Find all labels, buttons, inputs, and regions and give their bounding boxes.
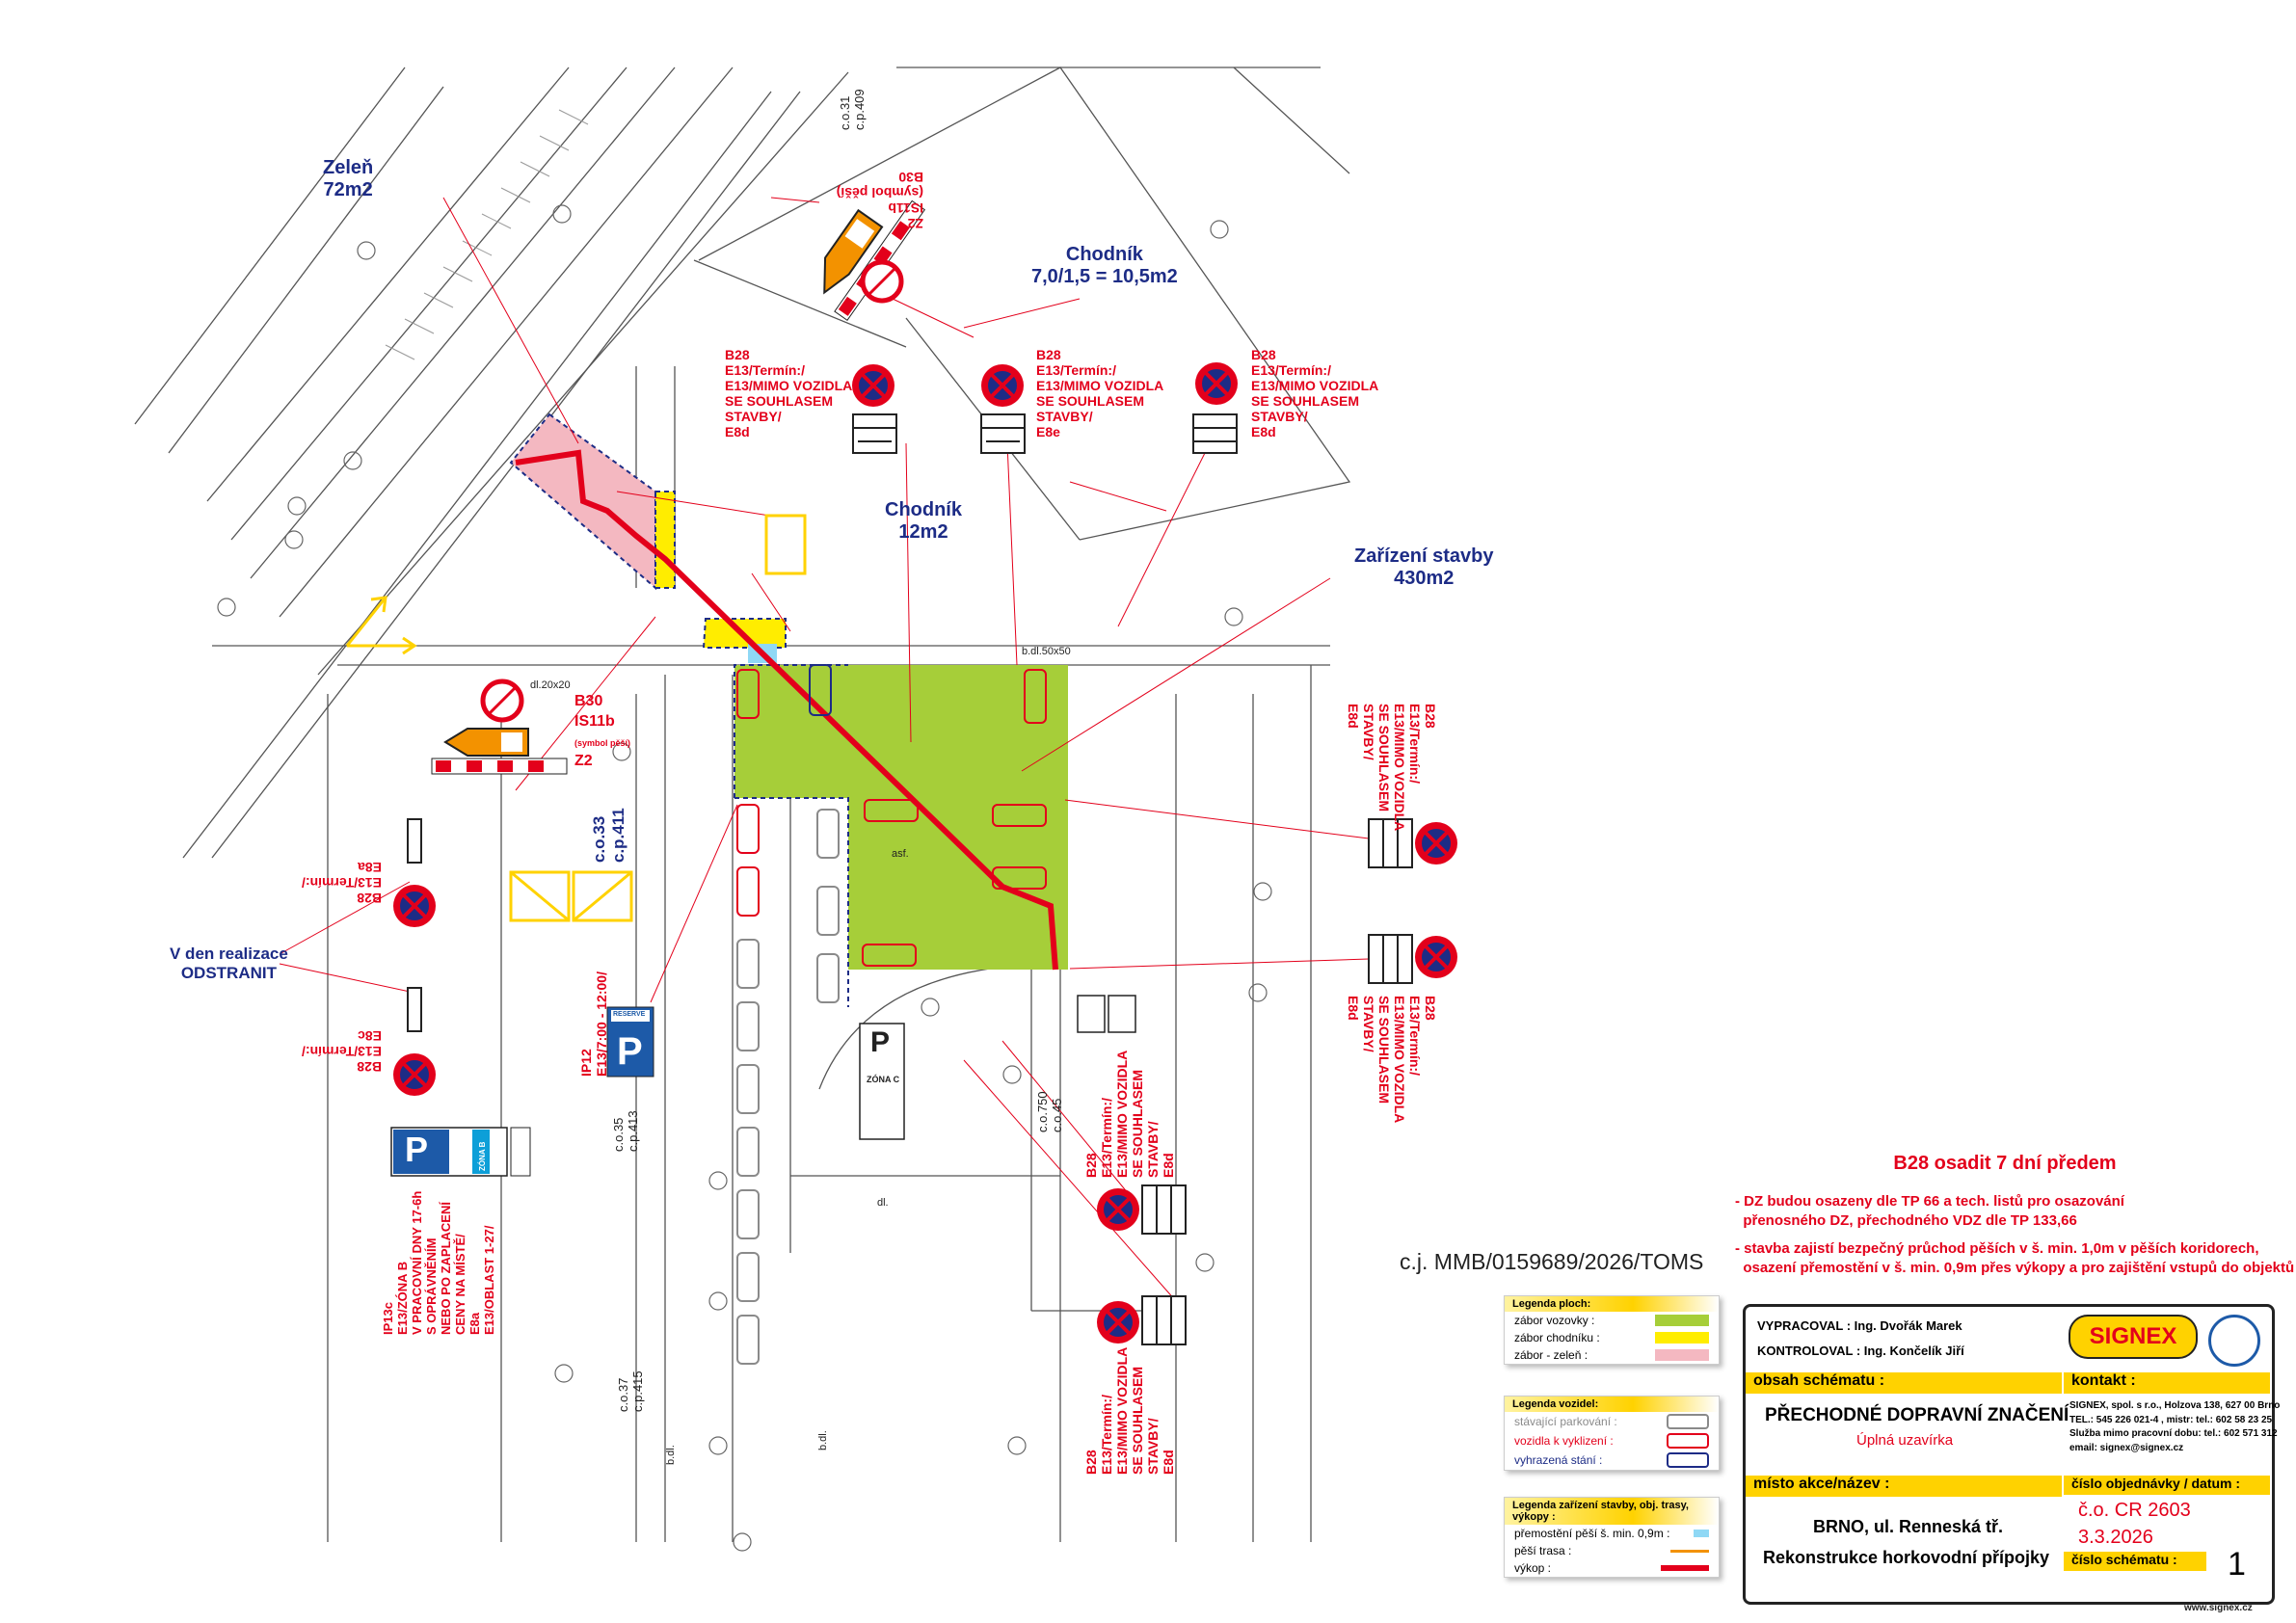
zona-c-text: ZÓNA C <box>867 1075 900 1084</box>
bottom-b28-a: B28 E13/Termín:/ E13/MIMO VOZIDLA SE SOU… <box>1083 1050 1177 1178</box>
b30-sign-group-left <box>431 678 568 775</box>
legend-construction: Legenda zařízení stavby, obj. trasy, výk… <box>1504 1497 1720 1578</box>
bdl-top-label: b.dl.50x50 <box>1022 646 1071 657</box>
left-b28-bottom: B28 E13/Termín:/ E8c <box>302 1027 382 1075</box>
parked-cars <box>736 664 1047 1365</box>
rail-ties <box>385 109 589 360</box>
parking-signs <box>390 514 1136 1177</box>
dl-label: dl. <box>877 1197 889 1209</box>
parking-p-text-3: P <box>405 1130 429 1169</box>
car-icon <box>1667 1433 1709 1449</box>
legend-row: zábor - zeleň : <box>1505 1346 1719 1364</box>
cislo-sch: 1 <box>2228 1546 2246 1583</box>
car-icon <box>1667 1452 1709 1468</box>
obsah-sub: Úplná uzavírka <box>1856 1432 1954 1449</box>
legend-swatch <box>1655 1315 1709 1326</box>
legend-vehicles: Legenda vozidel: stávající parkování : v… <box>1504 1396 1720 1471</box>
asf-label: asf. <box>892 848 909 860</box>
car-icon <box>1667 1414 1709 1429</box>
co37-label: c.o.37 c.p.415 <box>616 1370 645 1412</box>
legend-row: stávající parkování : <box>1505 1412 1719 1431</box>
legend-swatch <box>1655 1349 1709 1361</box>
cj-number: c.j. MMB/0159689/2026/TOMS <box>1400 1249 1704 1274</box>
legend-areas: Legenda ploch: zábor vozovky : zábor cho… <box>1504 1295 1720 1365</box>
trees <box>217 204 1272 1552</box>
buildings-top <box>693 67 1351 541</box>
misto-line1: BRNO, ul. Renneská tř. <box>1813 1517 2004 1536</box>
legend-row: zábor chodníku : <box>1505 1329 1719 1346</box>
bdl-vert-label: b.dl. <box>665 1445 677 1465</box>
b28-block-3: B28 E13/Termín:/ E13/MIMO VOZIDLA SE SOU… <box>1251 347 1379 440</box>
misto-line2: Rekonstrukce horkovodní přípojky <box>1763 1548 2050 1567</box>
co35-label: c.o.35 c.p.413 <box>611 1110 640 1152</box>
kontakt-label: kontakt : <box>2064 1372 2270 1394</box>
legend-construction-title: Legenda zařízení stavby, obj. trasy, výk… <box>1505 1498 1719 1525</box>
legend-areas-title: Legenda ploch: <box>1505 1296 1719 1312</box>
legend-row: vyhrazená stání : <box>1505 1450 1719 1470</box>
datum: 3.3.2026 <box>2078 1527 2153 1548</box>
obsah-label: obsah schématu : <box>1746 1372 2062 1394</box>
cislo-sch-label: číslo schématu : <box>2064 1552 2206 1571</box>
right-b28-b: B28 E13/Termín:/ E13/MIMO VOZIDLA SE SOU… <box>1345 996 1438 1124</box>
co31-label: c.o.31 c.p.409 <box>838 89 867 130</box>
b28-no-stopping-signs <box>393 362 1457 1344</box>
obsah-title: PŘECHODNÉ DOPRAVNÍ ZNAČENÍ <box>1765 1405 2069 1425</box>
pedestrian-route-arrow <box>345 596 417 655</box>
vypracoval: VYPRACOVAL : Ing. Dvořák Marek <box>1757 1318 1962 1333</box>
note-item-1: - DZ budou osazeny dle TP 66 a tech. lis… <box>1735 1193 2124 1229</box>
parking-p-text-2: P <box>870 1026 891 1058</box>
trench-icon <box>1661 1565 1709 1571</box>
legend-swatch <box>1655 1332 1709 1344</box>
bottom-b28-b: B28 E13/Termín:/ E13/MIMO VOZIDLA SE SOU… <box>1083 1346 1177 1475</box>
note-item-2: - stavba zajistí bezpečný průchod pěších… <box>1735 1240 2295 1276</box>
b28-block-2: B28 E13/Termín:/ E13/MIMO VOZIDLA SE SOU… <box>1036 347 1164 440</box>
signex-logo: SIGNEX <box>2069 1315 2198 1359</box>
sidewalk-closure-1 <box>654 491 676 589</box>
legend-row: vozidla k vyklizení : <box>1505 1431 1719 1450</box>
top-sign-block: Z2 IS11b (symbol pěší) B30 <box>836 169 923 231</box>
web-url: www.signex.cz <box>2184 1603 2253 1613</box>
b28-block-1: B28 E13/Termín:/ E13/MIMO VOZIDLA SE SOU… <box>725 347 853 440</box>
misto-label: místo akce/název : <box>1746 1476 2062 1497</box>
diagonal-road-lines <box>134 67 849 859</box>
legend-row: zábor vozovky : <box>1505 1312 1719 1329</box>
notes-block: B28 osadit 7 dní předem - DZ budou osaze… <box>1735 1153 2295 1287</box>
ip12-block: IP12 E13/7:00 - 12:00/ <box>578 971 610 1077</box>
notes-heading: B28 osadit 7 dní předem <box>1893 1153 2117 1174</box>
kontakt-lines: SIGNEX, spol. s r.o., Holzova 138, 627 0… <box>2069 1400 2281 1453</box>
kontroloval: KONTROLOVAL : Ing. Končelík Jiří <box>1757 1344 1964 1358</box>
bdl-label: b.dl. <box>817 1430 829 1450</box>
road-closure-outline <box>734 664 848 798</box>
bridge-icon <box>1694 1530 1709 1537</box>
co33-label: c.o.33 c.p.411 <box>590 808 627 863</box>
dl-left-label: dl.20x20 <box>530 679 571 691</box>
legend-row: výkop : <box>1505 1559 1719 1577</box>
zona-b-text: ZÓNA B <box>478 1141 487 1171</box>
road-closure-area <box>734 665 1068 970</box>
cislo-obj-label: číslo objednávky / datum : <box>2064 1476 2270 1495</box>
certification-icon <box>2208 1315 2260 1367</box>
direction-plates <box>407 413 1413 1345</box>
title-block: VYPRACOVAL : Ing. Dvořák Marek KONTROLOV… <box>1743 1304 2280 1605</box>
b30-round-top <box>860 259 904 304</box>
legend-vehicles-title: Legenda vozidel: <box>1505 1397 1719 1412</box>
legend-row: přemostění pěší š. min. 0,9m : <box>1505 1525 1719 1542</box>
left-b28-top: B28 E13/Termín:/ E8a <box>302 859 382 906</box>
excavation-trench <box>515 449 1058 971</box>
cislo-obj: č.o. CR 2603 <box>2078 1500 2191 1521</box>
legend-row: pěší trasa : <box>1505 1542 1719 1559</box>
parking-p-text: P <box>617 1030 643 1073</box>
reserve-text: RESERVE <box>613 1011 646 1018</box>
v-den-label: V den realizace ODSTRANIT <box>170 945 288 982</box>
arrow-icon <box>1670 1549 1709 1553</box>
co750-label: c.o.750 c.o.45 <box>1035 1091 1064 1132</box>
ip13c-block: IP13c E13/ZÓNA B V PRACOVNÍ DNY 17-6h S … <box>381 1190 496 1335</box>
right-b28-a: B28 E13/Termín:/ E13/MIMO VOZIDLA SE SOU… <box>1345 704 1438 832</box>
